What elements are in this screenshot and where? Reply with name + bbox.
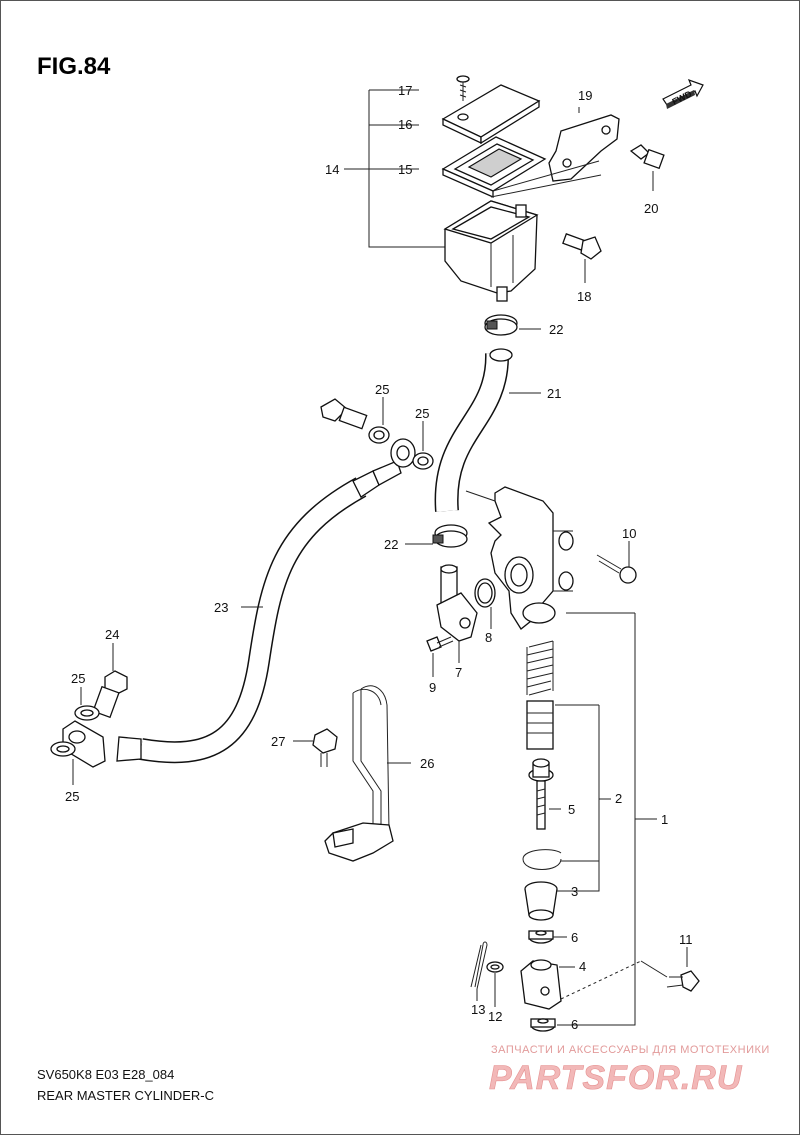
callout-13: 13	[471, 1002, 485, 1017]
callout-22-lower: 22	[384, 537, 398, 552]
callout-12: 12	[488, 1009, 502, 1024]
callout-22-top: 22	[549, 322, 563, 337]
callout-17: 17	[398, 83, 412, 98]
diaphragm-plate-15	[441, 136, 547, 198]
callout-7: 7	[455, 665, 462, 680]
callout-21: 21	[547, 386, 561, 401]
bracket-1	[567, 613, 657, 1026]
callout-3: 3	[571, 884, 578, 899]
callout-19: 19	[578, 88, 592, 103]
bolt-18	[562, 233, 602, 283]
callout-10: 10	[622, 526, 636, 541]
hose-clamp-22-top	[484, 314, 541, 336]
callout-16: 16	[398, 117, 412, 132]
washer-25-b	[412, 421, 434, 470]
callout-6-top: 6	[571, 930, 578, 945]
callout-14: 14	[325, 162, 339, 177]
section-name: REAR MASTER CYLINDER-C	[37, 1088, 214, 1103]
nut-6-top	[528, 930, 567, 944]
callout-26: 26	[420, 756, 434, 771]
inlet-fitting-7	[436, 564, 478, 663]
callout-24: 24	[105, 627, 119, 642]
callout-20: 20	[644, 201, 658, 216]
washer-25-d	[50, 741, 76, 785]
hose-clamp-22-lower	[405, 524, 468, 548]
washer-12	[486, 961, 504, 1007]
cotter-pin-13	[470, 941, 488, 1001]
bolt-20	[629, 144, 665, 191]
master-cylinder-body	[465, 486, 635, 630]
return-spring	[526, 640, 554, 696]
callout-18: 18	[577, 289, 591, 304]
reservoir-hose-21	[434, 348, 541, 512]
reservoir-body	[443, 200, 539, 302]
callout-25-c: 25	[71, 671, 85, 686]
clevis-pin-11	[560, 947, 700, 1000]
snap-ring	[522, 849, 599, 870]
callout-6-bottom: 6	[571, 1017, 578, 1032]
fwd-arrow-icon: FWD	[662, 78, 704, 109]
bracket-14	[344, 89, 445, 248]
callout-25-a: 25	[375, 382, 389, 397]
callout-15: 15	[398, 162, 412, 177]
callout-labels: 17 16 14 15 19 20 18 22 21 25 25 10 22 8…	[65, 83, 693, 1032]
brake-hose-23	[116, 460, 402, 764]
callout-25-d: 25	[65, 789, 79, 804]
reservoir-plate-19	[548, 107, 620, 182]
model-code: SV650K8 E03 E28_084	[37, 1067, 174, 1082]
union-bolt-top	[320, 398, 368, 430]
watermark-brand: PARTSFOR.RU	[489, 1059, 743, 1097]
screw-9	[426, 636, 454, 677]
watermark-logo: ЗАПЧАСТИ И АКСЕССУАРЫ ДЛЯ МОТОТЕХНИКИ PA…	[489, 1044, 770, 1097]
bolt-27	[293, 728, 338, 767]
bolt-10	[596, 541, 637, 584]
union-bolt-24	[92, 643, 128, 719]
washer-25-c	[74, 687, 100, 721]
boot-3	[524, 881, 567, 921]
o-ring-8	[474, 578, 496, 629]
watermark-tagline: ЗАПЧАСТИ И АКСЕССУАРЫ ДЛЯ МОТОТЕХНИКИ	[491, 1044, 770, 1056]
callout-23: 23	[214, 600, 228, 615]
callout-25-b: 25	[415, 406, 429, 421]
figure-title: FIG.84	[37, 53, 111, 80]
bracket-2	[567, 705, 611, 892]
clevis-4	[520, 959, 575, 1010]
callout-9: 9	[429, 680, 436, 695]
banjo-fitting-top	[390, 438, 416, 468]
callout-2: 2	[615, 791, 622, 806]
callout-5: 5	[568, 802, 575, 817]
push-rod-5	[528, 758, 561, 830]
callout-8: 8	[485, 630, 492, 645]
cap-screw-17	[456, 75, 470, 101]
callout-11: 11	[679, 932, 693, 947]
hose-guide-26	[324, 685, 411, 862]
callout-27: 27	[271, 734, 285, 749]
callout-1: 1	[661, 812, 668, 827]
reservoir-cap-16	[441, 84, 541, 145]
callout-4: 4	[579, 959, 586, 974]
washer-25-a	[368, 397, 390, 444]
piston-assembly	[526, 700, 599, 750]
nut-6-bottom	[530, 1018, 567, 1032]
